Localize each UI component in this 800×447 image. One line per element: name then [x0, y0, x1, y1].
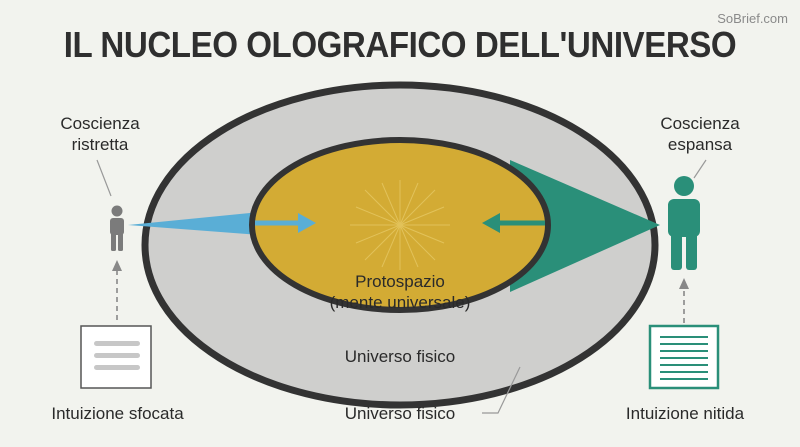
left-arrow	[255, 213, 316, 233]
right-intuition-caption: Intuizione nitida	[625, 404, 745, 423]
person-small-icon	[110, 205, 124, 251]
left-intuition-caption: Intuizione sfocata	[51, 404, 184, 423]
blurred-document-icon	[80, 325, 152, 389]
left-dashed-arrow	[112, 260, 122, 320]
right-label-connector	[693, 159, 707, 179]
right-beam	[510, 160, 660, 292]
left-consciousness-label: Coscienza ristretta	[60, 114, 140, 154]
physical-universe-caption: Universo fisico	[344, 404, 456, 423]
radiating-star-icon	[350, 180, 450, 270]
universe-callout-line	[482, 366, 521, 414]
physical-universe-inner-label: Universo fisico	[344, 347, 456, 366]
core-label: Protospazio (mente universale)	[329, 272, 471, 312]
right-dashed-arrow	[679, 278, 689, 323]
clear-document-icon	[648, 324, 720, 390]
right-consciousness-label: Coscienza espansa	[660, 114, 740, 154]
left-label-connector	[96, 159, 112, 197]
right-arrow	[482, 213, 545, 233]
page-title: IL NUCLEO OLOGRAFICO DELL'UNIVERSO	[63, 24, 737, 65]
person-large-icon	[668, 176, 700, 270]
watermark: SoBrief.com	[717, 11, 788, 26]
